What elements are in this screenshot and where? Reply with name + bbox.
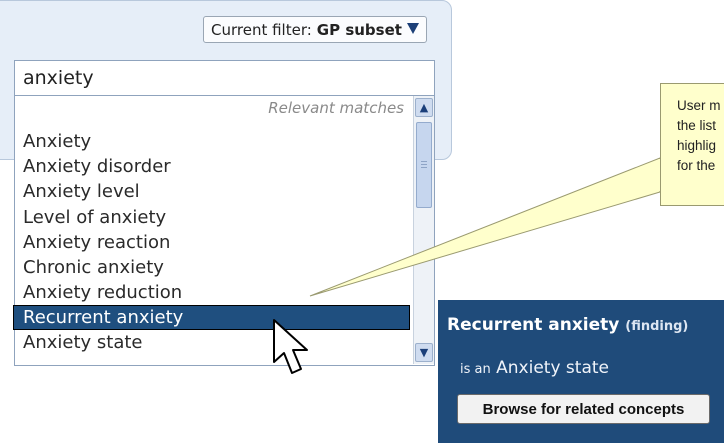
- callout-note: User m the list highlig for the: [660, 83, 724, 206]
- list-item[interactable]: Level of anxiety: [23, 206, 167, 228]
- concept-title: Recurrent anxiety (finding): [447, 315, 688, 335]
- scroll-up-icon[interactable]: ▲: [415, 98, 433, 117]
- scrollbar-thumb[interactable]: [416, 122, 432, 208]
- list-item[interactable]: Anxiety reduction: [23, 282, 183, 304]
- semantic-tag: (finding): [625, 319, 689, 334]
- callout-line: for the: [677, 158, 716, 173]
- triangle-down-icon: [407, 23, 419, 34]
- list-item[interactable]: Anxiety disorder: [23, 156, 171, 178]
- list-item[interactable]: Anxiety level: [23, 181, 140, 203]
- search-input[interactable]: [14, 60, 435, 96]
- scroll-down-icon[interactable]: ▼: [415, 343, 433, 362]
- parent-concept[interactable]: Anxiety state: [496, 358, 609, 378]
- scrollbar[interactable]: ▲ ▼: [413, 96, 434, 364]
- list-item[interactable]: Anxiety reaction: [23, 231, 171, 253]
- list-item[interactable]: Anxiety: [23, 131, 92, 152]
- list-item[interactable]: Chronic anxiety: [23, 256, 164, 278]
- suggestion-dropdown: Relevant matches Anxiety Anxiety disorde…: [13, 96, 435, 366]
- browse-related-button[interactable]: Browse for related concepts: [457, 394, 710, 424]
- suggestion-list: Anxiety Anxiety disorder Anxiety level L…: [13, 129, 410, 356]
- callout-line: User m: [677, 98, 721, 113]
- filter-value: GP subset: [316, 20, 402, 39]
- relevant-matches-header: Relevant matches: [268, 99, 404, 117]
- concept-name: Recurrent anxiety: [447, 315, 620, 335]
- callout-line: highlig: [677, 138, 717, 153]
- list-item[interactable]: Anxiety state: [23, 332, 143, 354]
- callout-line: the list: [677, 118, 717, 133]
- filter-dropdown-button[interactable]: Current filter: GP subset: [203, 16, 427, 43]
- list-item-selected[interactable]: Recurrent anxiety: [13, 305, 410, 331]
- concept-relation: is an Anxiety state: [460, 358, 609, 378]
- relation-label: is an: [460, 362, 491, 377]
- filter-label: Current filter:: [211, 20, 312, 39]
- concept-detail-panel: Recurrent anxiety (finding) is an Anxiet…: [438, 300, 724, 443]
- mouse-pointer-icon: [273, 319, 308, 374]
